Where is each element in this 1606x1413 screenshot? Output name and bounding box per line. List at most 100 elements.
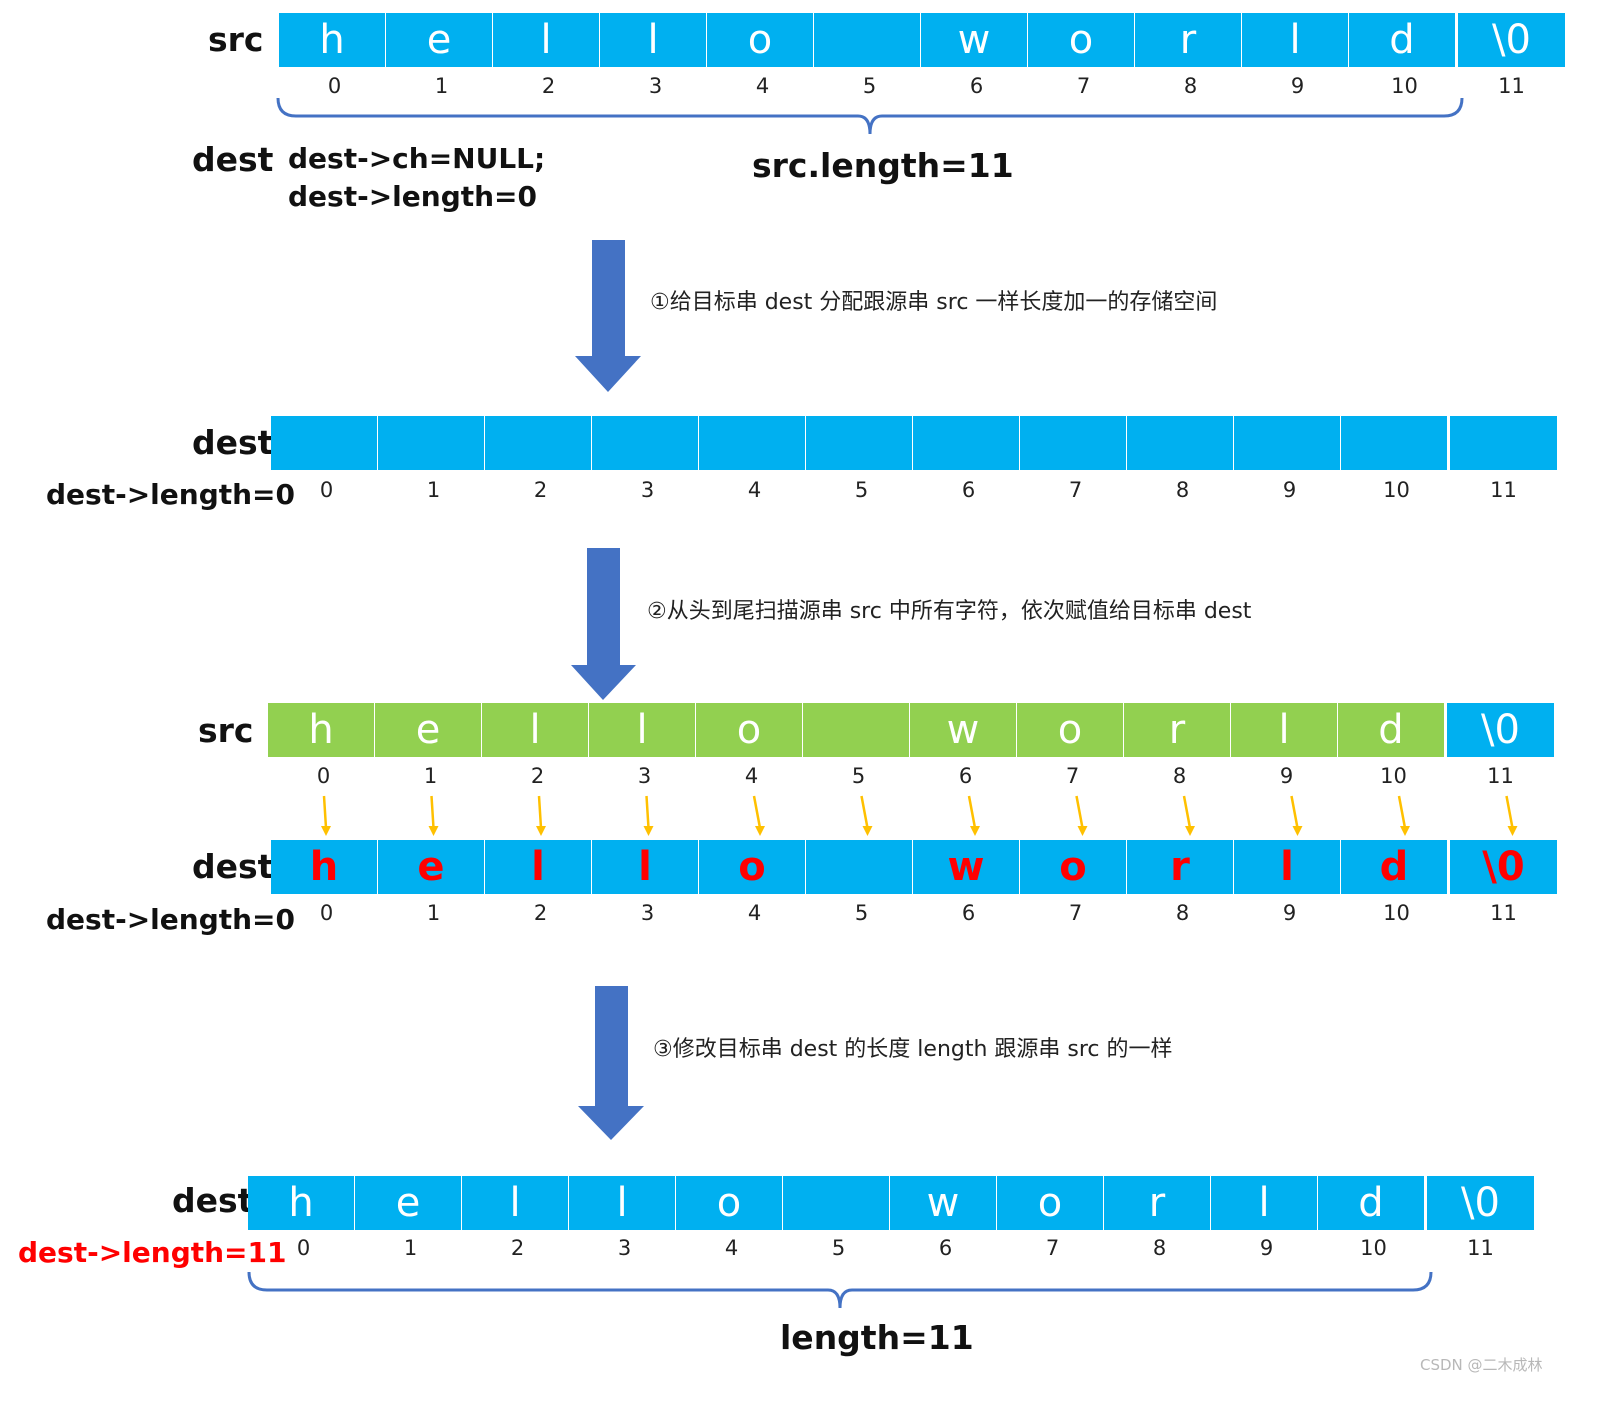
src-green-index-row-index-4: 4: [744, 764, 759, 788]
dest-final-array-cell-1: e: [355, 1176, 462, 1230]
copy-arrow-9: [1290, 795, 1299, 829]
dest-copied-array-cell-8: r: [1127, 840, 1234, 894]
watermark: CSDN @二木成林: [1420, 1356, 1543, 1374]
dest-empty-index-row-index-4: 4: [747, 478, 762, 502]
copy-arrowhead-10: [1400, 826, 1410, 836]
src-array-green-cell-3: l: [589, 703, 696, 757]
dest-final-array-cell-6: w: [890, 1176, 997, 1230]
dest-copied-index-row-index-1: 1: [426, 901, 441, 925]
dest-init-code: dest->ch=NULL; dest->length=0: [288, 140, 545, 216]
dest-final-array-cell-4: o: [676, 1176, 783, 1230]
copy-arrowhead-1: [428, 826, 439, 836]
dest-length-label-2: dest->length=0: [46, 478, 295, 511]
dest-empty-index-row-index-11: 11: [1490, 478, 1517, 502]
dest-final-array-cell-2: l: [462, 1176, 569, 1230]
copy-arrowhead-5: [862, 826, 873, 836]
final-brace: [247, 1271, 1433, 1309]
dest-copied-index-row-index-3: 3: [640, 901, 655, 925]
dest-final-index-row-index-5: 5: [831, 1236, 846, 1260]
src-array-1-cell-4: o: [707, 13, 814, 67]
src-green-index-row-index-9: 9: [1279, 764, 1294, 788]
dest-copied-array-cell-4: o: [699, 840, 806, 894]
copy-arrowhead-9: [1292, 826, 1303, 836]
copy-arrow-1: [430, 795, 435, 829]
dest-final-array-cell-5: [783, 1176, 890, 1230]
copy-arrowhead-0: [321, 826, 331, 836]
src-array-green-cell-4: o: [696, 703, 803, 757]
dest-copied-index-row-index-5: 5: [854, 901, 869, 925]
src-array-green-cell-10: d: [1338, 703, 1445, 757]
dest-empty-array-cell-6: [913, 416, 1020, 470]
copy-arrow-5: [860, 795, 869, 829]
step-3-text: ③修改目标串 dest 的长度 length 跟源串 src 的一样: [653, 1037, 1173, 1062]
dest-copied-index-row-index-0: 0: [319, 901, 334, 925]
src-green-index-row-index-8: 8: [1172, 764, 1187, 788]
dest-copied-array-cell-11: \0: [1450, 840, 1557, 894]
copy-arrowhead-7: [1077, 826, 1088, 836]
src-green-index-row-index-3: 3: [637, 764, 652, 788]
dest-label-3: dest: [192, 847, 274, 886]
src-index-row-1-index-7: 7: [1076, 74, 1091, 98]
copy-arrow-0: [322, 795, 328, 829]
dest-empty-array: [271, 416, 1557, 470]
dest-empty-index-row-index-10: 10: [1383, 478, 1410, 502]
copy-arrowhead-3: [643, 826, 654, 836]
dest-copied-index-row-index-11: 11: [1490, 901, 1517, 925]
src-array-1-cell-7: o: [1028, 13, 1135, 67]
dest-copied-index-row-index-8: 8: [1175, 901, 1190, 925]
src-green-index-row-index-6: 6: [958, 764, 973, 788]
dest-final-index-row-index-2: 2: [510, 1236, 525, 1260]
copy-arrow-3: [645, 795, 650, 829]
dest-final-index-row-index-8: 8: [1152, 1236, 1167, 1260]
dest-final-index-row-index-11: 11: [1467, 1236, 1494, 1260]
src-array-1-cell-9: l: [1242, 13, 1349, 67]
src-array-green-cell-0: h: [268, 703, 375, 757]
dest-length-final-label: dest->length=11: [18, 1236, 287, 1269]
dest-empty-array-cell-3: [592, 416, 699, 470]
dest-empty-index-row-index-3: 3: [640, 478, 655, 502]
step-1-text: ①给目标串 dest 分配跟源串 src 一样长度加一的存储空间: [650, 290, 1218, 315]
copy-arrow-6: [967, 795, 977, 829]
src-label-3: src: [198, 711, 254, 750]
src-index-row-1-index-10: 10: [1391, 74, 1418, 98]
dest-copied-array-cell-7: o: [1020, 840, 1127, 894]
src-array-1-cell-6: w: [921, 13, 1028, 67]
src-array-green-cell-9: l: [1231, 703, 1338, 757]
dest-final-array-cell-11: \0: [1427, 1176, 1534, 1230]
dest-empty-index-row-index-0: 0: [319, 478, 334, 502]
dest-empty-array-cell-9: [1234, 416, 1341, 470]
copy-arrow-10: [1397, 795, 1407, 829]
src-array-1-cell-1: e: [386, 13, 493, 67]
src-array-green-cell-5: [803, 703, 910, 757]
src-green-index-row-index-2: 2: [530, 764, 545, 788]
dest-copied-array-cell-9: l: [1234, 840, 1341, 894]
src-index-row-1-index-5: 5: [862, 74, 877, 98]
src-index-row-1-index-4: 4: [755, 74, 770, 98]
src-array-1-cell-5: [814, 13, 921, 67]
src-green-index-row-index-0: 0: [316, 764, 331, 788]
dest-empty-array-cell-5: [806, 416, 913, 470]
copy-arrow-4: [752, 795, 762, 829]
src-index-row-1-index-11: 11: [1498, 74, 1525, 98]
dest-final-array-cell-9: l: [1211, 1176, 1318, 1230]
dest-copied-index-row-index-7: 7: [1068, 901, 1083, 925]
src-array-1-cell-0: h: [279, 13, 386, 67]
src-array-green-cell-8: r: [1124, 703, 1231, 757]
dest-label-2: dest: [192, 423, 274, 462]
src-label-1: src: [208, 20, 264, 59]
copy-arrow-7: [1075, 795, 1084, 829]
dest-empty-index-row-index-5: 5: [854, 478, 869, 502]
dest-empty-array-cell-2: [485, 416, 592, 470]
src-green-index-row-index-5: 5: [851, 764, 866, 788]
dest-copied-index-row-index-6: 6: [961, 901, 976, 925]
step-3-arrow: [578, 986, 644, 1140]
dest-ch-null-text: dest->ch=NULL;: [288, 142, 546, 175]
dest-empty-array-cell-0: [271, 416, 378, 470]
dest-label-4: dest: [172, 1181, 254, 1220]
